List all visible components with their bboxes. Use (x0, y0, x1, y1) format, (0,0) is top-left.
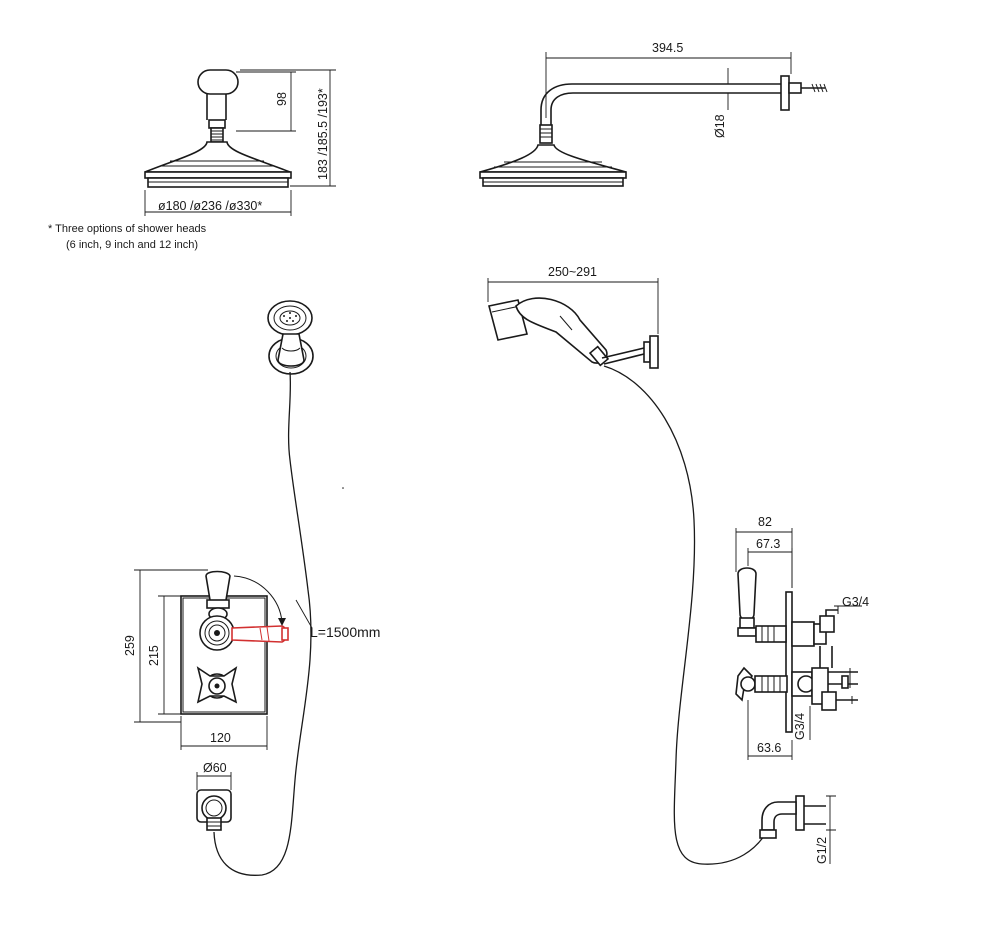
head-total-height-label: 183 /185.5 /193* (316, 88, 330, 180)
plate-dimension-lines (134, 569, 268, 750)
hose-length-leader (295, 599, 313, 629)
valve-side-view (735, 567, 858, 733)
handset-dimension-lines (487, 278, 659, 334)
inlet-bottom-thread-label: G3/4 (793, 713, 807, 740)
plate-width-label: 120 (210, 731, 231, 745)
valve-handle-depth-label: 67.3 (756, 537, 780, 551)
head-dimension-lines (144, 69, 336, 216)
valve-depth-label: 82 (758, 515, 772, 529)
valve-dimension-lines (735, 528, 862, 760)
head-diameters-label: ø180 /ø236 /ø330* (158, 199, 262, 213)
arm-diameter-label: Ø18 (713, 114, 727, 138)
wall-outlet-side (759, 795, 826, 839)
handle-rotated-position (231, 625, 288, 643)
valve-body-depth-label: 63.6 (757, 741, 781, 755)
valve-plate-front (180, 570, 289, 715)
outlet-thread-dimension (826, 795, 836, 864)
outlet-dimension-lines (196, 772, 232, 790)
handset-reach-label: 250~291 (548, 265, 597, 279)
shower-head-front-view (144, 69, 292, 188)
outlet-diameter-label: Ø60 (203, 761, 227, 775)
wall-outlet-front (196, 789, 232, 831)
outlet-thread-label: G1/2 (815, 837, 829, 864)
hose-right (603, 365, 771, 865)
head-drop-label: 98 (275, 92, 289, 106)
handset-front-view (267, 300, 314, 375)
hose-left (213, 371, 312, 876)
plate-height-inner-label: 215 (147, 645, 161, 666)
shower-heads-note-1: * Three options of shower heads (48, 223, 207, 235)
plate-height-outer-label: 259 (123, 635, 137, 656)
arm-dimension-lines (545, 52, 792, 118)
handset-side-view (488, 297, 659, 369)
inlet-top-thread-label: G3/4 (842, 595, 869, 609)
arm-length-label: 394.5 (652, 41, 683, 55)
shower-arm-side-view (479, 75, 828, 187)
shower-heads-note-2: (6 inch, 9 inch and 12 inch) (66, 239, 198, 251)
hose-length-label: L=1500mm (310, 624, 380, 640)
